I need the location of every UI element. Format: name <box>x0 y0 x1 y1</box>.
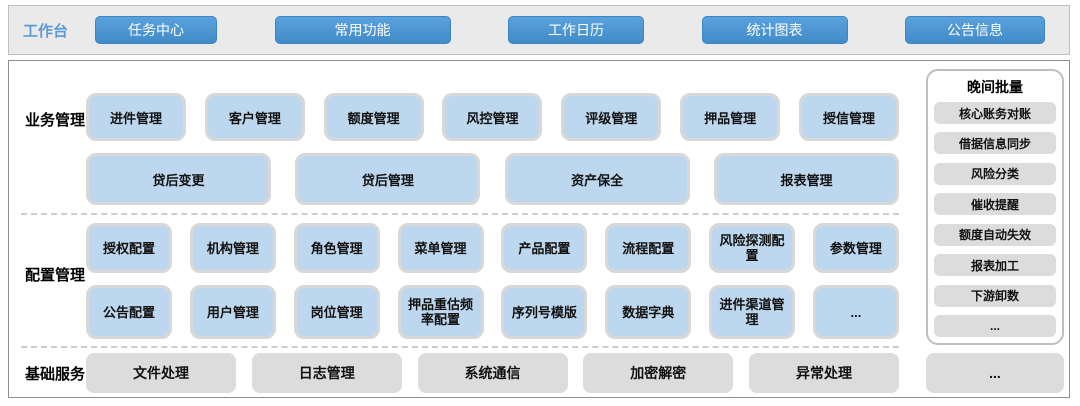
module-box[interactable]: 岗位管理 <box>293 285 380 339</box>
section-label-business: 业务管理 <box>25 112 86 129</box>
config-row-2: 公告配置 用户管理 岗位管理 押品重估频率配置 序列号模版 数据字典 进件渠道管… <box>86 285 899 339</box>
service-box[interactable]: 文件处理 <box>86 353 236 393</box>
module-box[interactable]: 押品管理 <box>680 93 781 141</box>
module-box[interactable]: 参数管理 <box>812 223 899 273</box>
service-box[interactable]: 异常处理 <box>749 353 899 393</box>
batch-item[interactable]: 核心账务对账 <box>934 102 1056 124</box>
service-box[interactable]: 日志管理 <box>251 353 402 393</box>
service-box-more[interactable]: ... <box>926 353 1064 393</box>
dashed-divider <box>21 213 899 215</box>
section-label-base-services: 基础服务 <box>25 366 86 383</box>
module-box[interactable]: 评级管理 <box>561 93 662 141</box>
business-row-1: 进件管理 客户管理 额度管理 风控管理 评级管理 押品管理 授信管理 <box>86 93 899 141</box>
night-batch-items: 核心账务对账 借据信息同步 风险分类 催收提醒 额度自动失效 报表加工 下游卸数… <box>934 102 1056 337</box>
module-box[interactable]: 进件管理 <box>86 93 186 141</box>
module-box[interactable]: 授权配置 <box>86 223 172 273</box>
module-box[interactable]: 额度管理 <box>323 93 424 141</box>
module-box[interactable]: 押品重估频率配置 <box>397 285 484 339</box>
batch-item[interactable]: 下游卸数 <box>934 284 1056 307</box>
night-batch-panel: 晚间批量 核心账务对账 借据信息同步 风险分类 催收提醒 额度自动失效 报表加工… <box>926 69 1064 345</box>
btn-common-functions[interactable]: 常用功能 <box>274 16 451 44</box>
batch-item[interactable]: 额度自动失效 <box>934 223 1056 246</box>
topbar-buttons: 任务中心 常用功能 工作日历 统计图表 公告信息 <box>95 16 1069 44</box>
module-box[interactable]: 进件渠道管理 <box>709 285 796 339</box>
workbench-topbar: 工作台 任务中心 常用功能 工作日历 统计图表 公告信息 <box>8 5 1070 55</box>
base-services-row: 文件处理 日志管理 系统通信 加密解密 异常处理 <box>86 353 899 393</box>
module-box[interactable]: 公告配置 <box>86 285 172 339</box>
module-box[interactable]: 授信管理 <box>798 93 899 141</box>
batch-item[interactable]: 报表加工 <box>934 254 1056 277</box>
dashed-divider <box>21 346 899 348</box>
module-box[interactable]: 风控管理 <box>442 93 543 141</box>
module-box[interactable]: 用户管理 <box>189 285 276 339</box>
btn-work-calendar[interactable]: 工作日历 <box>508 16 644 44</box>
module-box[interactable]: 序列号模版 <box>501 285 588 339</box>
batch-item[interactable]: 催收提醒 <box>934 193 1056 216</box>
section-label-config: 配置管理 <box>25 267 86 284</box>
module-box[interactable]: 客户管理 <box>204 93 305 141</box>
module-box[interactable]: 产品配置 <box>501 223 588 273</box>
batch-item[interactable]: 风险分类 <box>934 162 1056 185</box>
module-box[interactable]: 角色管理 <box>293 223 380 273</box>
btn-task-center[interactable]: 任务中心 <box>95 16 217 44</box>
module-box[interactable]: 贷后管理 <box>295 153 481 205</box>
service-box[interactable]: 加密解密 <box>583 353 734 393</box>
night-batch-title: 晚间批量 <box>967 79 1023 95</box>
config-row-1: 授权配置 机构管理 角色管理 菜单管理 产品配置 流程配置 风险探测配置 参数管… <box>86 223 899 273</box>
module-box[interactable]: 风险探测配置 <box>709 223 796 273</box>
module-box[interactable]: 菜单管理 <box>397 223 484 273</box>
module-box[interactable]: 资产保全 <box>504 153 690 205</box>
module-box[interactable]: 机构管理 <box>189 223 276 273</box>
module-box[interactable]: 流程配置 <box>605 223 692 273</box>
module-box-more[interactable]: ... <box>812 285 899 339</box>
business-row-2: 贷后变更 贷后管理 资产保全 报表管理 <box>86 153 899 205</box>
btn-announcement-info[interactable]: 公告信息 <box>905 16 1045 44</box>
module-box[interactable]: 数据字典 <box>605 285 692 339</box>
workbench-label: 工作台 <box>23 22 69 40</box>
batch-item[interactable]: 借据信息同步 <box>934 132 1056 155</box>
btn-statistics-charts[interactable]: 统计图表 <box>701 16 848 44</box>
module-box[interactable]: 报表管理 <box>713 153 899 205</box>
service-box[interactable]: 系统通信 <box>417 353 568 393</box>
batch-item-more[interactable]: ... <box>934 314 1056 337</box>
architecture-panel: 业务管理 配置管理 基础服务 进件管理 客户管理 额度管理 风控管理 评级管理 … <box>8 60 1070 398</box>
module-box[interactable]: 贷后变更 <box>86 153 271 205</box>
